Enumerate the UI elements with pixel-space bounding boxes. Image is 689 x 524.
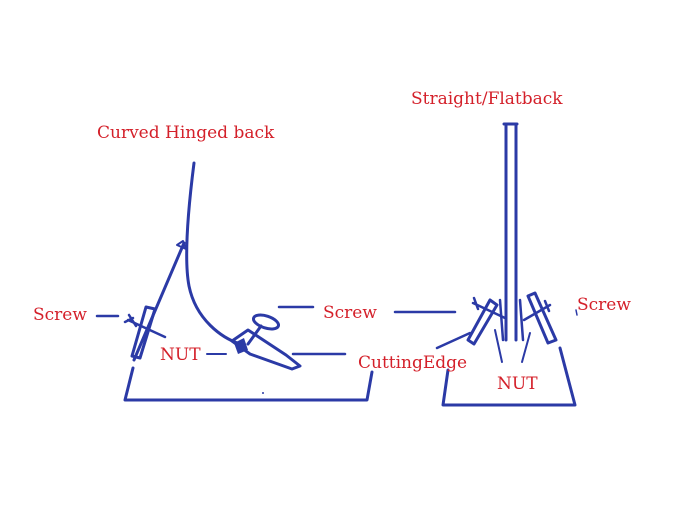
straight-jig-base — [441, 346, 577, 407]
right-right-bracket — [526, 291, 558, 345]
curved-jig-base — [123, 366, 374, 402]
blade-fill — [234, 338, 248, 354]
straight-title-label: Straight/Flatback — [411, 89, 563, 109]
right-right-screw — [522, 299, 552, 322]
clamp-knob — [251, 313, 281, 331]
nut-right-label: NUT — [497, 374, 538, 394]
straight-blade — [498, 298, 525, 342]
hinge-pivot — [176, 240, 187, 250]
cutting-edge-leader-right — [435, 331, 472, 350]
right-left-bracket — [466, 298, 499, 346]
nut-right-pointer-right — [521, 332, 531, 363]
nut-right-pointer-left — [494, 329, 503, 363]
cutting-edge-label: CuttingEdge — [358, 353, 467, 373]
left-screw-assembly — [123, 305, 167, 360]
flat-back-bar — [502, 122, 519, 342]
right-left-screw — [471, 296, 507, 320]
screw-center-label: Screw — [323, 303, 377, 323]
curved-jig-left-side — [132, 241, 186, 362]
stray-dot — [262, 392, 264, 394]
screw-right-tick — [575, 309, 578, 316]
screw-left-label: Screw — [33, 305, 87, 325]
straight-jig — [393, 122, 578, 407]
nut-left-label: NUT — [160, 345, 201, 365]
left-screw-head — [123, 313, 138, 328]
blade-assembly — [206, 313, 302, 371]
curved-hinged-back — [185, 161, 242, 346]
left-bracket-plate — [130, 305, 157, 360]
blade-body — [230, 328, 302, 371]
curved-title-label: Curved Hinged back — [97, 123, 275, 143]
screw-right-label: Screw — [577, 295, 631, 315]
curved-jig — [95, 161, 374, 402]
